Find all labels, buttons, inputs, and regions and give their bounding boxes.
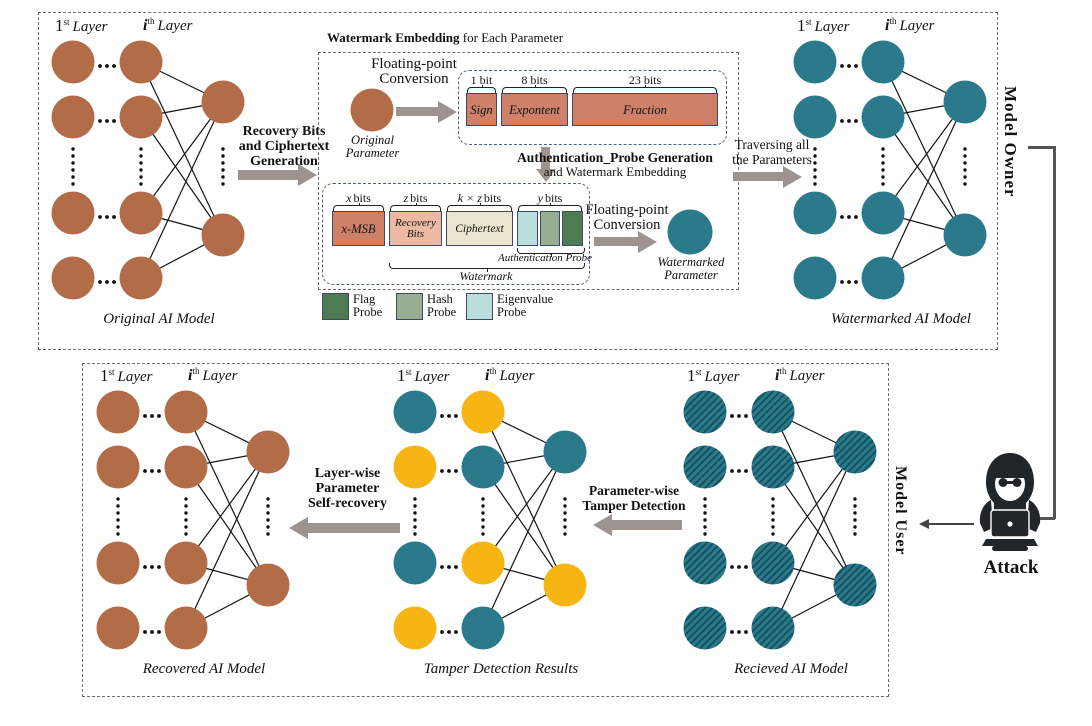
attack-arrow-line	[928, 523, 974, 525]
auth-generation-label-bold: Authentication_Probe Generation	[517, 150, 713, 165]
flag-probe-cell	[562, 211, 584, 246]
network-caption: Recieved AI Model	[734, 661, 848, 677]
recovery-generation-arrow	[238, 170, 298, 180]
hash-probe-cell	[539, 211, 561, 246]
original-parameter-node	[350, 88, 394, 132]
owner-stage-box	[38, 12, 998, 350]
ieee-float-box	[458, 70, 727, 145]
embedding-box	[318, 52, 739, 290]
network-caption: Recovered AI Model	[142, 661, 266, 677]
float-conversion-arrow-1	[396, 107, 438, 116]
flag-probe-swatch	[322, 293, 349, 320]
overbrace	[333, 202, 384, 211]
eigenvalue-probe-cell	[517, 211, 538, 246]
paramwise-detection-arrow	[612, 520, 682, 530]
neural-network-graphic	[393, 390, 587, 650]
owner-connector-h1	[1028, 146, 1055, 149]
network-caption: Tamper Detection Results	[423, 661, 579, 677]
auth-probe-label: Authentication Probe	[498, 252, 592, 264]
float-conversion-arrow-2	[594, 237, 638, 246]
traversing-arrow	[733, 172, 783, 181]
neural-network-graphic	[51, 40, 245, 300]
neural-network-graphic	[96, 390, 290, 650]
embedding-title: Watermark Embedding for Each Parameter	[327, 30, 564, 45]
eigenvalue-probe-swatch	[466, 293, 493, 320]
model-owner-label: Model Owner	[1001, 86, 1020, 198]
attack-label: Attack	[983, 557, 1039, 578]
user-stage-box	[82, 363, 889, 697]
fraction-field: 23 bits Fraction	[572, 74, 718, 126]
overbrace	[518, 202, 582, 211]
watermark-structure-box	[322, 183, 590, 285]
neural-network-graphic	[683, 390, 877, 650]
owner-connector-h2	[1037, 517, 1055, 520]
neural-network-graphic	[793, 40, 987, 300]
hash-probe-swatch	[396, 293, 423, 320]
exponent-field: 8 bits Expontent	[501, 74, 568, 126]
network-caption: Watermarked AI Model	[831, 311, 971, 327]
layerwise-recovery-arrow	[308, 523, 400, 533]
network-caption: Original AI Model	[103, 311, 215, 327]
model-user-label: Model User	[892, 466, 909, 556]
attack-arrowhead	[919, 519, 929, 529]
hacker-icon	[979, 453, 1041, 551]
auth-generation-label-rest: and Watermark Embedding	[543, 164, 687, 179]
watermarked-parameter-node	[667, 209, 713, 255]
owner-connector-v	[1053, 146, 1056, 519]
watermark-underbrace	[389, 263, 585, 272]
watermark-label: Watermark	[459, 269, 513, 283]
overbrace	[467, 84, 496, 93]
overbrace	[447, 202, 512, 211]
overbrace	[390, 202, 441, 211]
auth-generation-arrow	[541, 147, 550, 169]
auth-probe-underbrace	[517, 248, 585, 257]
sign-field: 1 bit Sign	[466, 74, 497, 126]
overbrace	[502, 84, 567, 93]
overbrace	[573, 84, 717, 93]
